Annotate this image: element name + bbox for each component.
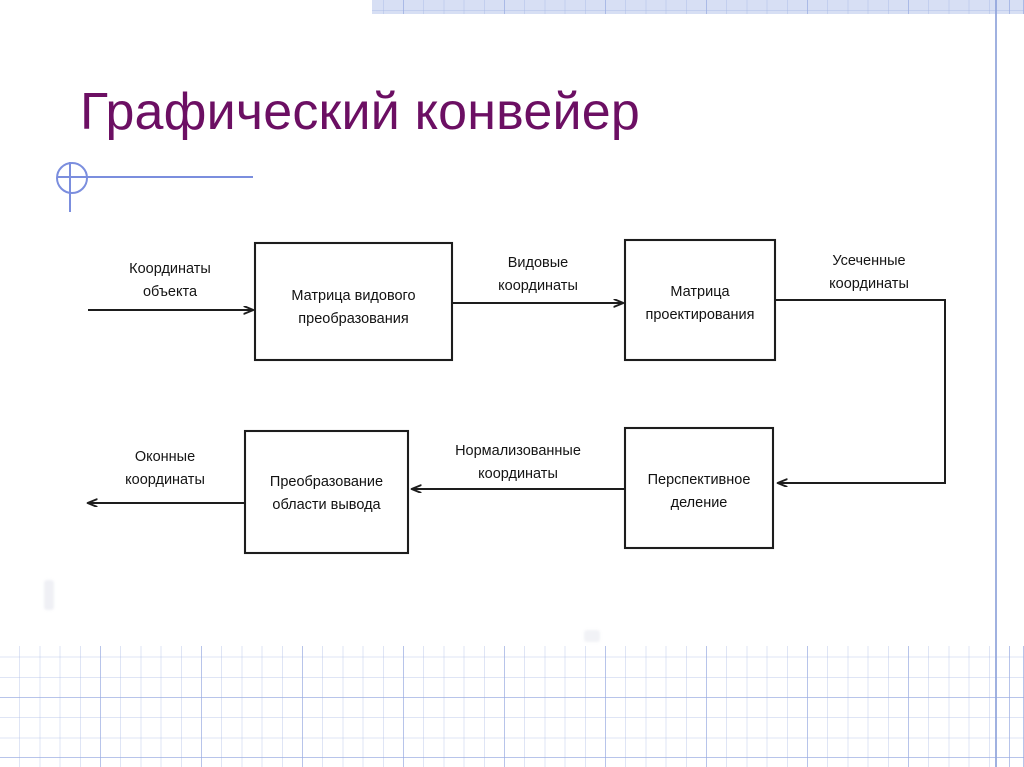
- edge-label-window-coords-line2: координаты: [125, 472, 205, 488]
- edge-label-clipped-coords-line2: координаты: [829, 276, 909, 292]
- node-viewport-xform-label-line1: Преобразование: [270, 474, 383, 490]
- right-accent-rule: [995, 0, 997, 767]
- decorative-circle-icon: [56, 162, 88, 194]
- scan-artifact: [44, 580, 54, 610]
- node-view-matrix-label-line2: преобразования: [298, 311, 408, 327]
- slide-content-panel: [0, 14, 1024, 646]
- node-proj-matrix[interactable]: [623, 238, 777, 362]
- slide-top-left-panel: [0, 0, 372, 20]
- edge-label-clipped-coords-line1: Усеченные: [832, 253, 905, 269]
- edge-proj-matrix-to-persp-divide: [775, 299, 946, 483]
- node-view-matrix[interactable]: [253, 241, 454, 362]
- edge-label-view-coords-line2: координаты: [498, 278, 578, 294]
- node-proj-matrix-label-line2: проектирования: [646, 307, 755, 323]
- node-persp-divide-label-line2: деление: [671, 495, 728, 511]
- edge-label-normalized-coords-line2: координаты: [478, 466, 558, 482]
- edge-label-normalized-coords-line1: Нормализованные: [455, 443, 581, 459]
- edge-label-window-coords-line1: Оконные: [135, 449, 195, 465]
- node-proj-matrix-label-line1: Матрица: [670, 284, 730, 300]
- title-underline: [57, 176, 253, 178]
- edge-label-view-coords-line1: Видовые: [508, 255, 569, 271]
- node-viewport-xform-label-line2: области вывода: [272, 497, 381, 513]
- scan-artifact-secondary: [584, 630, 600, 642]
- edge-label-input-line2: объекта: [143, 284, 198, 300]
- header-accent-band: [372, 0, 1024, 14]
- page-title: Графический конвейер: [80, 83, 641, 141]
- node-persp-divide-label-line1: Перспективное: [648, 472, 751, 488]
- node-persp-divide[interactable]: [623, 426, 775, 550]
- edge-label-input-line1: Координаты: [129, 261, 211, 277]
- node-view-matrix-label-line1: Матрица видового: [291, 288, 415, 304]
- decorative-vertical-line: [69, 162, 71, 212]
- node-viewport-xform[interactable]: [243, 429, 410, 555]
